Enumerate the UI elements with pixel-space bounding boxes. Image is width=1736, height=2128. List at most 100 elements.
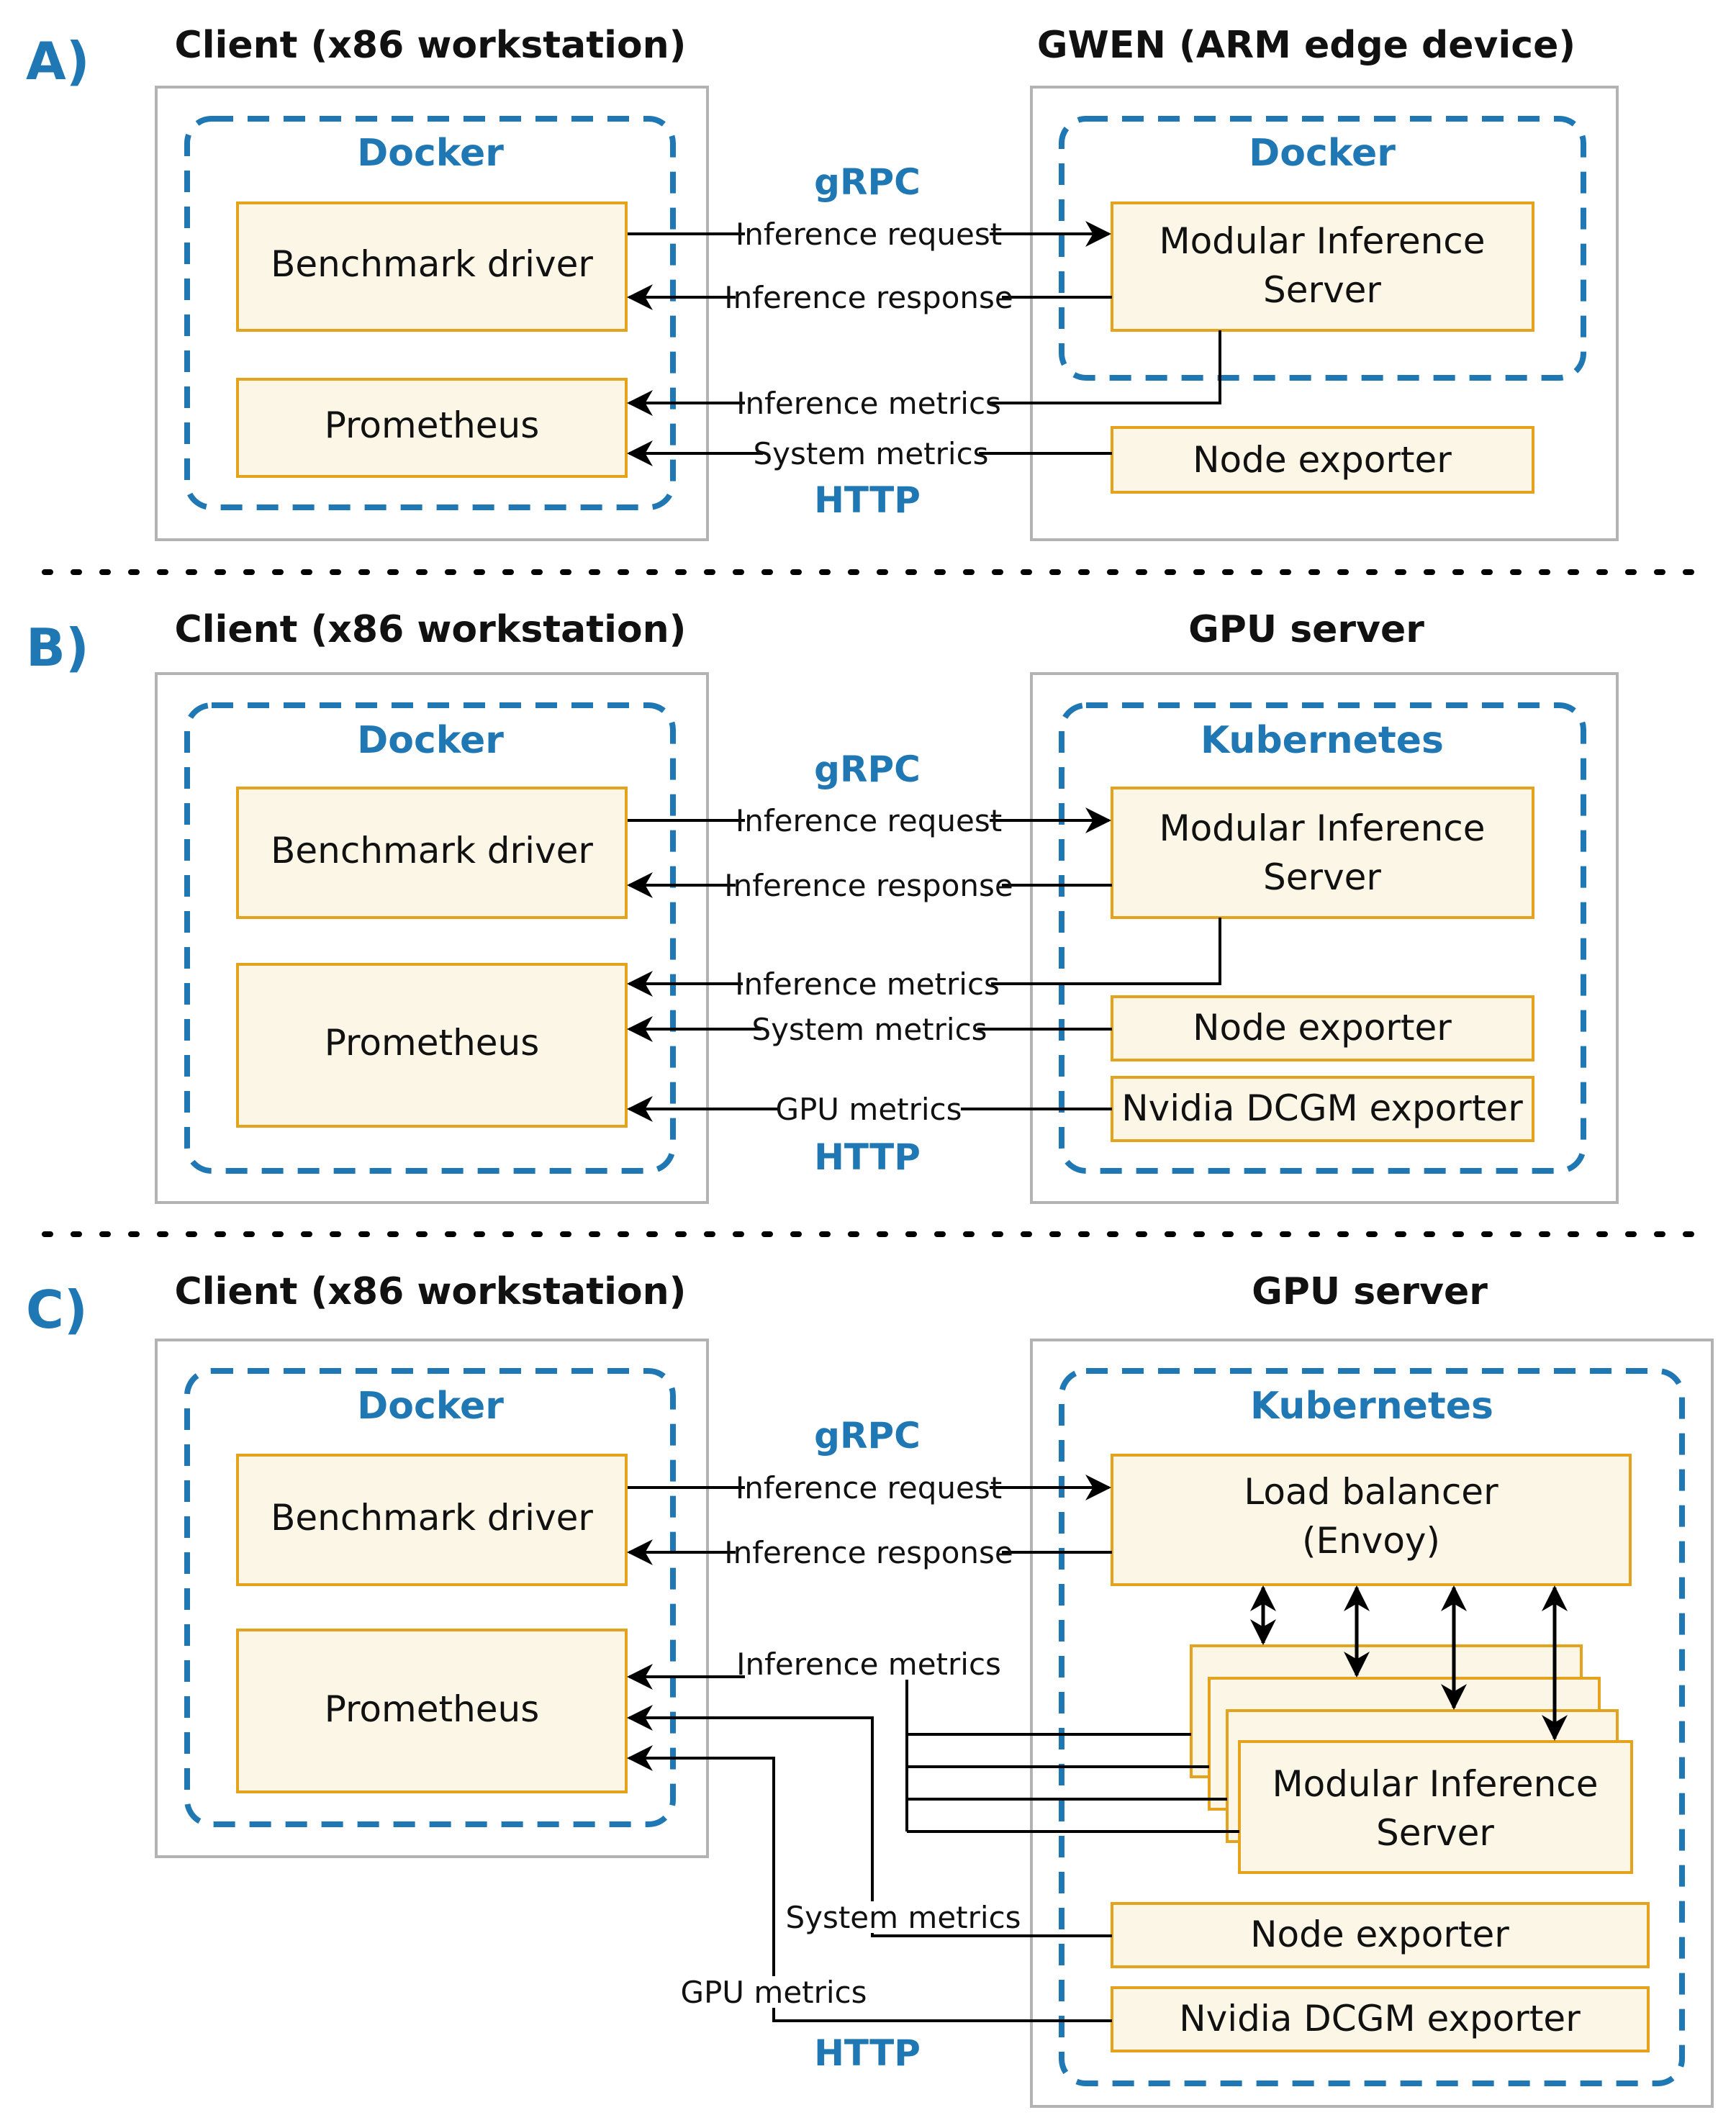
- panel-b-inference-server-label-2: Server: [1263, 856, 1381, 898]
- panel-c-prometheus-box: [236, 1629, 628, 1793]
- panel-b-prometheus-label: Prometheus: [325, 1022, 540, 1064]
- panel-c-benchmark-driver-box: [236, 1454, 628, 1586]
- panel-c-edge-label-bg: [736, 1536, 1002, 1568]
- panel-b-client-title: Client (x86 workstation): [175, 608, 687, 651]
- panel-b-inference-response-label: Inference response: [724, 868, 1013, 903]
- panel-b-inference-server-label-1: Modular Inference: [1159, 807, 1485, 849]
- panel-c-edge-label-bg: [745, 1472, 990, 1503]
- panel-c-node-exporter-box: [1111, 1902, 1650, 1968]
- panel-a-grpc-label: gRPC: [814, 161, 921, 203]
- panel-b-inference-metrics-label: Inference metrics: [735, 966, 1000, 1002]
- panel-a-system-metrics-label: System metrics: [753, 436, 988, 471]
- panel-c-edge-label-bg: [680, 1976, 867, 2008]
- panel-b: B) Client (x86 workstation) GPU server D…: [26, 608, 1619, 1204]
- panel-a-client-host-box: [155, 86, 709, 541]
- panel-a-inference-server-label-1: Modular Inference: [1159, 220, 1485, 262]
- panel-b-system-metrics-label: System metrics: [751, 1012, 987, 1047]
- panel-c-client-container-label: Docker: [357, 1385, 504, 1428]
- panel-a-prometheus-label: Prometheus: [325, 404, 540, 446]
- panel-a-inference-response-label: Inference response: [724, 280, 1013, 315]
- panel-b-inference-server-box: [1111, 787, 1534, 919]
- panel-b-node-exporter-box: [1111, 995, 1534, 1061]
- panel-c-inference-response-label: Inference response: [724, 1535, 1013, 1570]
- panel-b-benchmark-driver-box: [236, 787, 628, 919]
- panel-a-client-title: Client (x86 workstation): [175, 24, 687, 67]
- panel-a: A) Client (x86 workstation) GWEN (ARM ed…: [26, 24, 1619, 541]
- panel-c-benchmark-driver-label: Benchmark driver: [271, 1497, 593, 1539]
- panel-c-system-metrics-arrow: [627, 1705, 1112, 1937]
- panel-c-server-host-box: [1030, 1339, 1714, 2108]
- panel-a-benchmark-driver-label: Benchmark driver: [271, 243, 593, 285]
- panel-b-node-exporter-label: Node exporter: [1193, 1007, 1452, 1049]
- panel-b-server-kubernetes: [1059, 702, 1586, 1174]
- panel-b-dcgm-exporter-box: [1111, 1076, 1534, 1142]
- panel-b-edge-label-bg: [736, 869, 1002, 901]
- panel-a-node-exporter-box: [1111, 426, 1534, 494]
- panel-c-inference-request-label: Inference request: [736, 1470, 1002, 1506]
- panel-c-load-balancer-label-1: Load balancer: [1244, 1471, 1498, 1513]
- panel-b-grpc-label: gRPC: [814, 748, 921, 790]
- panel-a-edge-label-bg: [763, 438, 979, 469]
- panel-a-edge-label-bg: [736, 282, 1002, 314]
- panel-c-inference-server-label-1: Modular Inference: [1272, 1763, 1598, 1805]
- panel-a-inference-metrics-label: Inference metrics: [736, 386, 1001, 421]
- panel-c-server-container-label: Kubernetes: [1250, 1385, 1493, 1428]
- panel-a-client-container-label: Docker: [357, 132, 504, 175]
- panel-c-inference-server-label-2: Server: [1376, 1812, 1494, 1854]
- panel-b-gpu-metrics-label: GPU metrics: [775, 1092, 962, 1127]
- panel-c-load-balancer-box: [1111, 1454, 1632, 1586]
- panel-a-inference-server-label-2: Server: [1263, 269, 1381, 311]
- panel-c-dcgm-exporter-label: Nvidia DCGM exporter: [1179, 1998, 1581, 2039]
- panel-b-server-title: GPU server: [1188, 608, 1424, 651]
- panel-c-prometheus-label: Prometheus: [325, 1688, 540, 1730]
- panel-a-inference-request-label: Inference request: [736, 217, 1002, 252]
- panel-a-server-title: GWEN (ARM edge device): [1037, 24, 1575, 67]
- panel-b-edge-label-bg: [743, 968, 991, 1000]
- panel-b-benchmark-driver-label: Benchmark driver: [271, 830, 593, 871]
- panel-c-client-host-box: [155, 1339, 709, 1858]
- panel-a-node-exporter-label: Node exporter: [1193, 439, 1452, 481]
- panel-c-gpu-metrics-label: GPU metrics: [680, 1975, 867, 2010]
- panel-a-prometheus-box: [236, 378, 628, 478]
- panel-c-server-title: GPU server: [1252, 1270, 1488, 1313]
- panel-b-client-host-box: [155, 672, 709, 1204]
- panel-c-edge-label-bg: [745, 1648, 993, 1680]
- panel-a-server-docker: [1059, 116, 1586, 381]
- panel-a-inference-server-box: [1111, 202, 1534, 332]
- panel-b-label: B): [26, 617, 89, 678]
- panel-b-edge-label-bg: [761, 1013, 977, 1045]
- panel-b-server-host-box: [1030, 672, 1619, 1204]
- panel-c-load-balancer-label-2: (Envoy): [1302, 1520, 1440, 1562]
- panel-b-client-container-label: Docker: [357, 719, 504, 762]
- panel-c-label: C): [26, 1280, 88, 1340]
- panel-c-client-docker: [184, 1368, 676, 1827]
- panel-c-system-metrics-label: System metrics: [785, 1900, 1021, 1935]
- panel-b-client-docker: [184, 702, 676, 1174]
- panel-b-edge-label-bg: [777, 1093, 961, 1125]
- panel-a-server-container-label: Docker: [1249, 132, 1396, 175]
- panel-a-benchmark-driver-box: [236, 202, 628, 332]
- panel-b-dcgm-exporter-label: Nvidia DCGM exporter: [1121, 1087, 1523, 1129]
- panel-c: C) Client (x86 workstation) GPU server D…: [26, 1270, 1714, 2108]
- panel-c-dcgm-exporter-box: [1111, 1986, 1650, 2052]
- panel-c-inference-server-box: [1238, 1740, 1633, 1874]
- panel-b-edge-label-bg: [745, 805, 990, 836]
- panel-c-node-exporter-label: Node exporter: [1250, 1914, 1509, 1955]
- panel-b-prometheus-box: [236, 963, 628, 1128]
- panel-a-label: A): [26, 31, 90, 91]
- panel-a-edge-label-bg: [745, 218, 990, 250]
- panel-c-server-kubernetes: [1059, 1368, 1685, 2086]
- panel-a-edge-label-bg: [745, 387, 990, 419]
- panel-a-http-label: HTTP: [814, 479, 921, 521]
- panel-c-gpu-metrics-arrow: [627, 1745, 1112, 2022]
- panel-b-http-label: HTTP: [814, 1136, 921, 1178]
- panel-b-server-container-label: Kubernetes: [1201, 719, 1444, 762]
- panel-c-http-label: HTTP: [814, 2032, 921, 2074]
- panel-a-client-docker: [184, 116, 676, 510]
- panel-c-grpc-label: gRPC: [814, 1415, 921, 1457]
- panel-b-inference-request-label: Inference request: [736, 803, 1002, 838]
- panel-c-inference-metrics-label: Inference metrics: [736, 1647, 1001, 1682]
- panel-c-edge-label-bg: [793, 1901, 1009, 1933]
- panel-a-server-host-box: [1030, 86, 1619, 541]
